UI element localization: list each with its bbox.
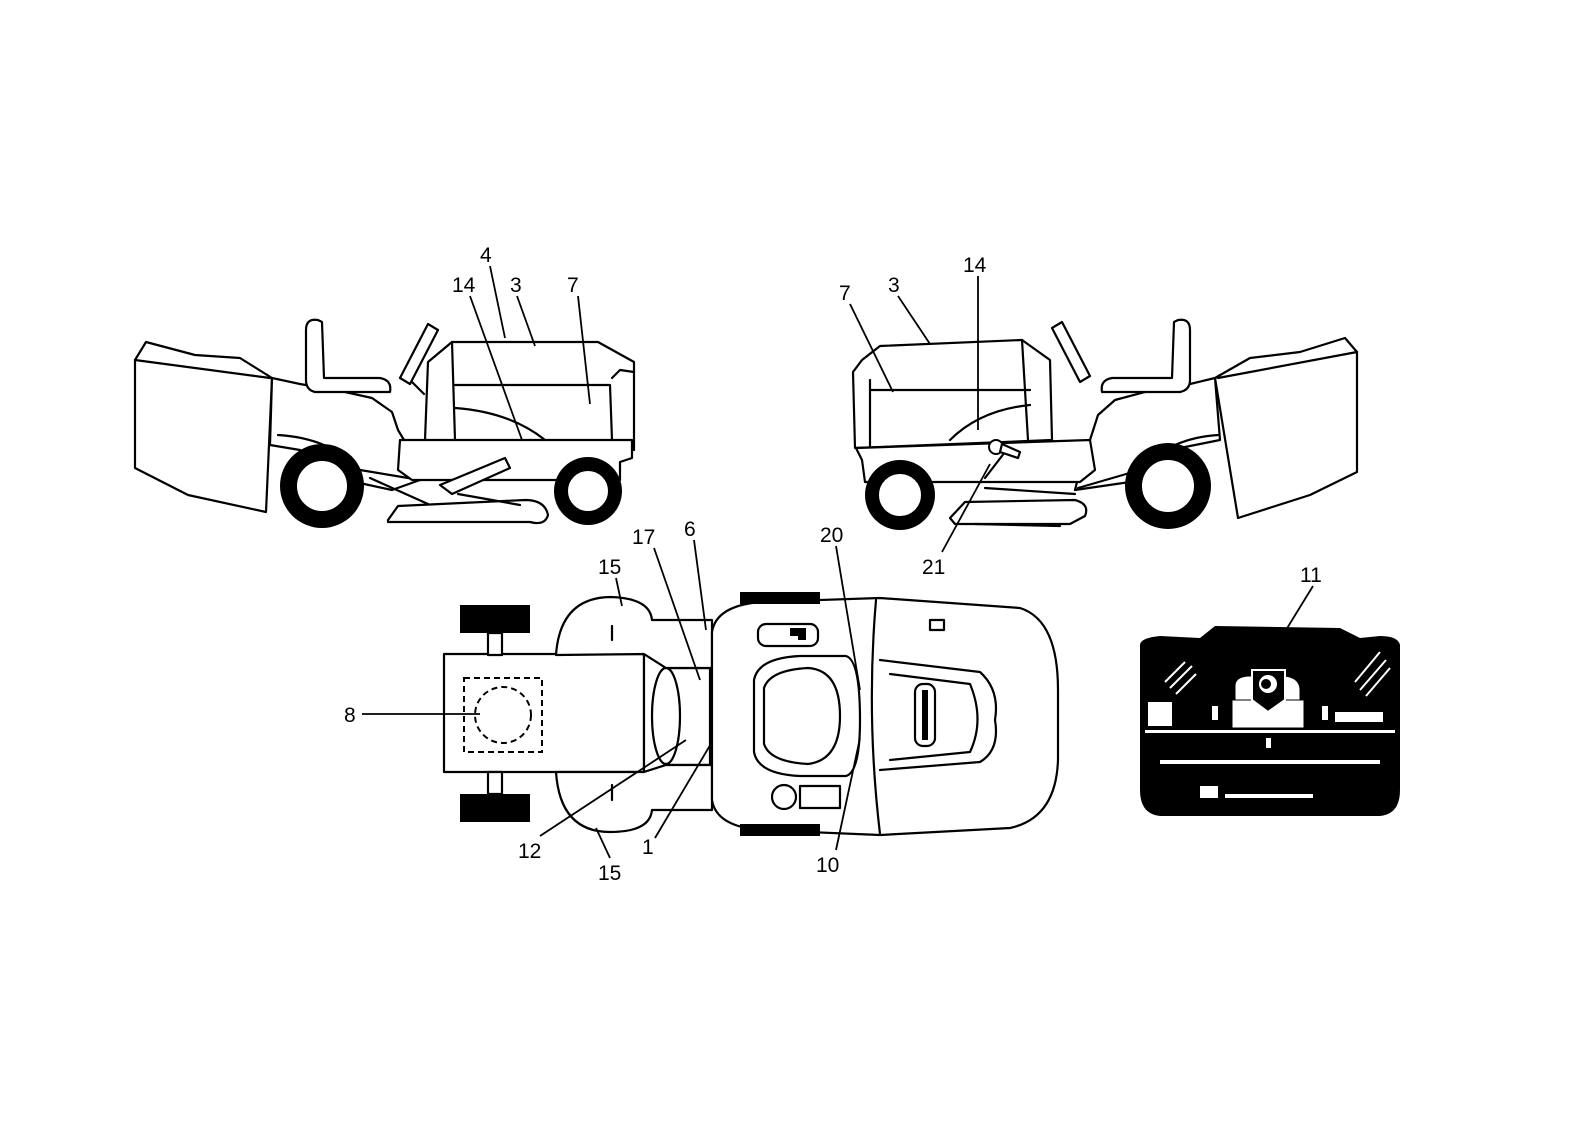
leader-lines <box>362 265 1314 859</box>
label-20: 20 <box>820 524 843 547</box>
mower-left-side-view <box>133 318 636 528</box>
label-12: 12 <box>518 840 541 863</box>
seat-left <box>304 318 392 394</box>
dashboard-panel <box>1140 626 1400 816</box>
label-1: 1 <box>642 836 654 859</box>
steering-wheel-right <box>1050 320 1092 384</box>
label-7-right: 7 <box>839 282 851 305</box>
hood-left <box>423 340 636 452</box>
seat-top <box>752 654 862 778</box>
grass-bag-top <box>442 652 646 774</box>
label-15-top: 15 <box>598 556 621 579</box>
label-6: 6 <box>684 518 696 541</box>
rear-fender-top <box>554 595 714 670</box>
callout-labels: 4 14 3 7 14 3 7 21 15 17 6 20 8 12 1 15 … <box>344 244 1322 885</box>
bag-wheel-top-1 <box>460 605 530 633</box>
mower-deck-right <box>948 498 1088 526</box>
steering-wheel-left <box>398 322 440 386</box>
label-4: 4 <box>480 244 492 267</box>
hood-right <box>851 338 1054 450</box>
mower-top-view <box>442 592 1060 837</box>
grass-bag-left <box>133 340 274 514</box>
label-8: 8 <box>344 704 356 727</box>
seat-right <box>1100 318 1192 394</box>
label-10: 10 <box>816 854 839 877</box>
label-11: 11 <box>1300 564 1322 587</box>
label-15-bottom: 15 <box>598 862 621 885</box>
label-7-left: 7 <box>567 274 579 297</box>
label-17: 17 <box>632 526 655 549</box>
bag-wheel-top-2 <box>460 794 530 822</box>
label-3-right: 3 <box>888 274 900 297</box>
label-21: 21 <box>922 556 945 579</box>
label-3-left: 3 <box>510 274 522 297</box>
decal-8-area <box>463 677 543 753</box>
label-14-left: 14 <box>452 274 476 297</box>
mower-right-side-view <box>851 318 1359 530</box>
label-14-right: 14 <box>963 254 987 277</box>
mower-deck-left <box>386 498 550 525</box>
